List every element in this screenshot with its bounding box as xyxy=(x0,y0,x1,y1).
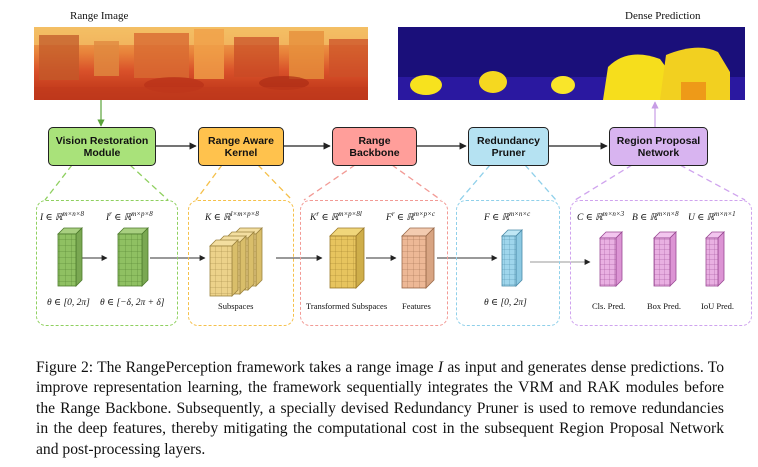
tensor-u xyxy=(705,231,725,287)
label-tensor-kr: Kr ∈ ℝm×p×8l xyxy=(310,210,362,224)
dense-prediction-scene xyxy=(398,47,745,100)
caption-variable: I xyxy=(437,359,444,376)
range-image xyxy=(34,27,368,100)
label-tensor-ir: Ir ∈ ℝm×p×8 xyxy=(106,210,153,224)
caption-iou-pred: IoU Pred. xyxy=(701,301,735,311)
tensor-b xyxy=(653,231,677,287)
label-tensor-c: C ∈ ℝm×n×3 xyxy=(577,210,625,224)
group-rpn xyxy=(570,200,752,326)
fan-vrm-left xyxy=(44,164,73,201)
fan-rak-right xyxy=(257,164,293,201)
label-tensor-i: I ∈ ℝm×n×8 xyxy=(40,210,84,224)
tensor-f xyxy=(501,229,523,287)
dense-prediction-label: Dense Prediction xyxy=(625,10,701,22)
caption-features: Features xyxy=(402,301,431,311)
fan-backbone-left xyxy=(303,164,356,201)
fan-vrm-right xyxy=(129,164,169,201)
caption-transformed-subspaces: Transformed Subspaces xyxy=(306,301,388,311)
label-tensor-k: K ∈ ℝl×m×p×8 xyxy=(205,210,259,224)
caption-prefix: Figure 2: The RangePerception framework … xyxy=(36,359,438,376)
group-vrm xyxy=(36,200,178,326)
tensor-fr xyxy=(401,227,435,289)
fan-backbone-right xyxy=(391,164,442,201)
module-backbone-line1: Range xyxy=(358,134,391,147)
label-range-f: θ ∈ [0, 2π] xyxy=(484,298,527,308)
label-tensor-f: F ∈ ℝm×n×c xyxy=(484,210,531,224)
fan-rpn-left xyxy=(574,164,633,201)
group-rak xyxy=(188,200,294,326)
module-vrm-line1: Vision Restoration xyxy=(55,134,149,147)
label-tensor-u: U ∈ ℝm×n×1 xyxy=(688,210,736,224)
range-image-scene xyxy=(34,27,368,100)
label-range-ir: θ ∈ [−δ, 2π + δ] xyxy=(100,298,165,308)
fan-pruner-left xyxy=(459,164,491,201)
tensor-kr xyxy=(329,227,365,289)
module-rak-line2: Kernel xyxy=(224,146,258,159)
module-pruner-line2: Pruner xyxy=(491,146,526,159)
caption-cls-pred: Cls. Pred. xyxy=(592,301,626,311)
fan-rak-left xyxy=(195,164,223,201)
figure-caption: Figure 2: The RangePerception framework … xyxy=(36,358,724,460)
label-tensor-b: B ∈ ℝm×n×8 xyxy=(632,210,679,224)
tensor-k-stack xyxy=(209,227,263,297)
module-rak-line1: Range Aware xyxy=(208,134,274,147)
module-pruner-line1: Redundancy xyxy=(476,134,540,147)
tensor-ir xyxy=(117,227,149,287)
module-rpn-line1: Region Proposal xyxy=(616,134,701,147)
caption-box-pred: Box Pred. xyxy=(647,301,681,311)
dense-prediction-image xyxy=(398,27,745,100)
label-tensor-fr: Fr ∈ ℝm×p×c xyxy=(386,210,435,224)
range-image-label: Range Image xyxy=(70,10,129,22)
tensor-i xyxy=(57,227,83,287)
fan-rpn-right xyxy=(679,164,746,201)
tensor-c xyxy=(599,231,623,287)
module-vrm-line2: Module xyxy=(83,146,121,159)
module-backbone-line2: Backbone xyxy=(349,146,400,159)
group-backbone xyxy=(300,200,448,326)
module-rpn-line2: Network xyxy=(637,146,680,159)
caption-suffix: as input and generates dense predictions… xyxy=(36,359,724,458)
caption-subspaces: Subspaces xyxy=(218,301,254,311)
fan-pruner-right xyxy=(524,164,557,201)
label-range-i: θ ∈ [0, 2π] xyxy=(47,298,90,308)
group-pruner xyxy=(456,200,560,326)
